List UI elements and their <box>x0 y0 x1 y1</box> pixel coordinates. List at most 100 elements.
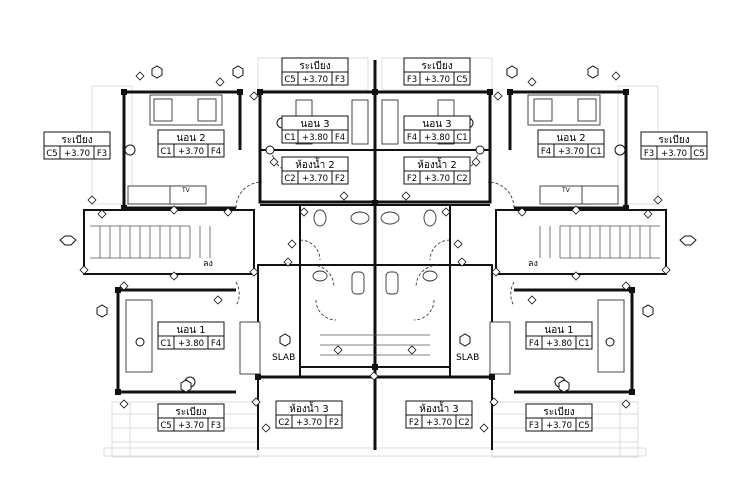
floor-code: C1 <box>590 147 601 157</box>
floor-code: F3 <box>335 75 345 85</box>
ceiling-code: F4 <box>529 339 539 349</box>
room-name: นอน 2 <box>556 133 585 144</box>
room-name: ระเบียง <box>299 60 330 72</box>
floor-code: F3 <box>211 421 221 431</box>
hexagon-marker-icon <box>96 304 108 318</box>
floor-code: F4 <box>211 147 221 157</box>
ceiling-code: F3 <box>407 75 417 85</box>
hexagon-marker-icon <box>59 235 77 246</box>
room-tag-balcony-top-right: ระเบียง F3 +3.70 C5 <box>403 57 471 86</box>
ceiling-code: C1 <box>160 147 171 157</box>
sink-icon <box>380 211 400 225</box>
floor-code: C2 <box>458 418 469 428</box>
hexagon-marker-icon <box>642 304 654 318</box>
ceiling-code: C2 <box>284 174 295 184</box>
room-tag-bedroom3-left: นอน 3 C1 +3.80 F4 <box>281 115 349 144</box>
ceiling-code: C1 <box>284 133 295 143</box>
hexagon-marker-icon <box>279 333 291 347</box>
ceiling-code: C2 <box>278 418 289 428</box>
hexagon-marker-icon <box>587 65 599 79</box>
floor-level: +3.70 <box>426 418 452 428</box>
hexagon-marker-icon <box>151 65 163 79</box>
structural-columns <box>115 89 635 395</box>
sink-icon <box>422 270 438 282</box>
floor-level: +3.70 <box>296 418 322 428</box>
toilet-icon <box>313 209 327 227</box>
room-name: ระเบียง <box>658 134 689 146</box>
room-tag-balcony-top-left: ระเบียง C5 +3.70 F3 <box>281 57 349 86</box>
room-name: ห้องน้ำ 2 <box>417 157 456 171</box>
floor-code: F2 <box>335 174 345 184</box>
bed-icon <box>125 299 153 373</box>
floor-code: F4 <box>335 133 345 143</box>
room-name: ห้องน้ำ 3 <box>419 401 458 415</box>
room-tag-bath2-right: ห้องน้ำ 2F2 +3.70 C2 <box>403 156 471 185</box>
room-tag-balcony-bottom-right: ระเบียง F3 +3.70 C5 <box>525 403 593 432</box>
floor-level: +3.80 <box>178 339 204 349</box>
floor-code: C1 <box>578 339 589 349</box>
room-name: ระเบียง <box>421 60 452 72</box>
floor-code: C1 <box>456 133 467 143</box>
ceiling-code: F2 <box>407 174 417 184</box>
floor-level: +3.70 <box>661 149 687 159</box>
tv-label-right: TV <box>561 187 571 194</box>
room-name: ห้องน้ำ 2 <box>295 157 334 171</box>
hexagon-marker-icon <box>459 333 471 347</box>
room-tag-balcony-right: ระเบียง F3 +3.70 C5 <box>640 131 708 160</box>
stair-down-label-right: ลง <box>528 259 538 269</box>
floor-level: +3.70 <box>178 147 204 157</box>
floor-level: +3.70 <box>302 75 328 85</box>
floor-code: F3 <box>97 149 107 159</box>
ceiling-code: F4 <box>541 147 551 157</box>
floor-level: +3.80 <box>302 133 328 143</box>
room-name: ห้องน้ำ 3 <box>289 401 328 415</box>
room-tag-bath3-right: ห้องน้ำ 3F2 +3.70 C2 <box>405 400 473 429</box>
hexagon-marker-icon <box>558 379 570 393</box>
ceiling-code: C5 <box>160 421 171 431</box>
room-tag-bedroom2-left: นอน 2 C1 +3.70 F4 <box>157 129 225 158</box>
room-name: นอน 2 <box>176 133 205 144</box>
hexagon-marker-icon <box>506 65 518 79</box>
toilet-icon <box>351 271 365 295</box>
floor-code: C5 <box>693 149 704 159</box>
slab-label-left: SLAB <box>272 353 295 363</box>
bed-icon <box>597 299 625 373</box>
floor-level: +3.70 <box>424 75 450 85</box>
floor-level: +3.80 <box>424 133 450 143</box>
room-name: นอน 3 <box>300 119 329 130</box>
floor-code: C2 <box>456 174 467 184</box>
room-tag-bedroom1-left: นอน 1 C1 +3.80 F4 <box>157 321 225 350</box>
floor-level: +3.70 <box>424 174 450 184</box>
elevation-diamonds <box>79 71 671 433</box>
floor-code: F4 <box>211 339 221 349</box>
ceiling-code: F4 <box>407 133 417 143</box>
room-name: ระเบียง <box>175 406 206 418</box>
ceiling-code: C5 <box>284 75 295 85</box>
floor-code: C5 <box>456 75 467 85</box>
hexagon-marker-icon <box>180 379 192 393</box>
ceiling-code: C1 <box>160 339 171 349</box>
toilet-icon <box>385 271 399 295</box>
hexagon-marker-icon <box>232 65 244 79</box>
ceiling-code: C5 <box>46 149 57 159</box>
ceiling-code: F3 <box>644 149 654 159</box>
room-name: ระเบียง <box>543 406 574 418</box>
hexagon-marker-icon <box>679 235 697 246</box>
ceiling-code: F3 <box>529 421 539 431</box>
sink-icon <box>350 211 370 225</box>
room-tag-balcony-bottom-left: ระเบียง C5 +3.70 F3 <box>157 403 225 432</box>
floor-level: +3.70 <box>546 421 572 431</box>
floor-level: +3.70 <box>178 421 204 431</box>
tv-label-left: TV <box>181 187 191 194</box>
door-swings <box>235 149 515 321</box>
toilet-icon <box>423 209 437 227</box>
floor-code: C5 <box>578 421 589 431</box>
room-name: นอน 1 <box>176 325 205 336</box>
ceiling-code: F2 <box>409 418 419 428</box>
room-name: นอน 1 <box>544 325 573 336</box>
